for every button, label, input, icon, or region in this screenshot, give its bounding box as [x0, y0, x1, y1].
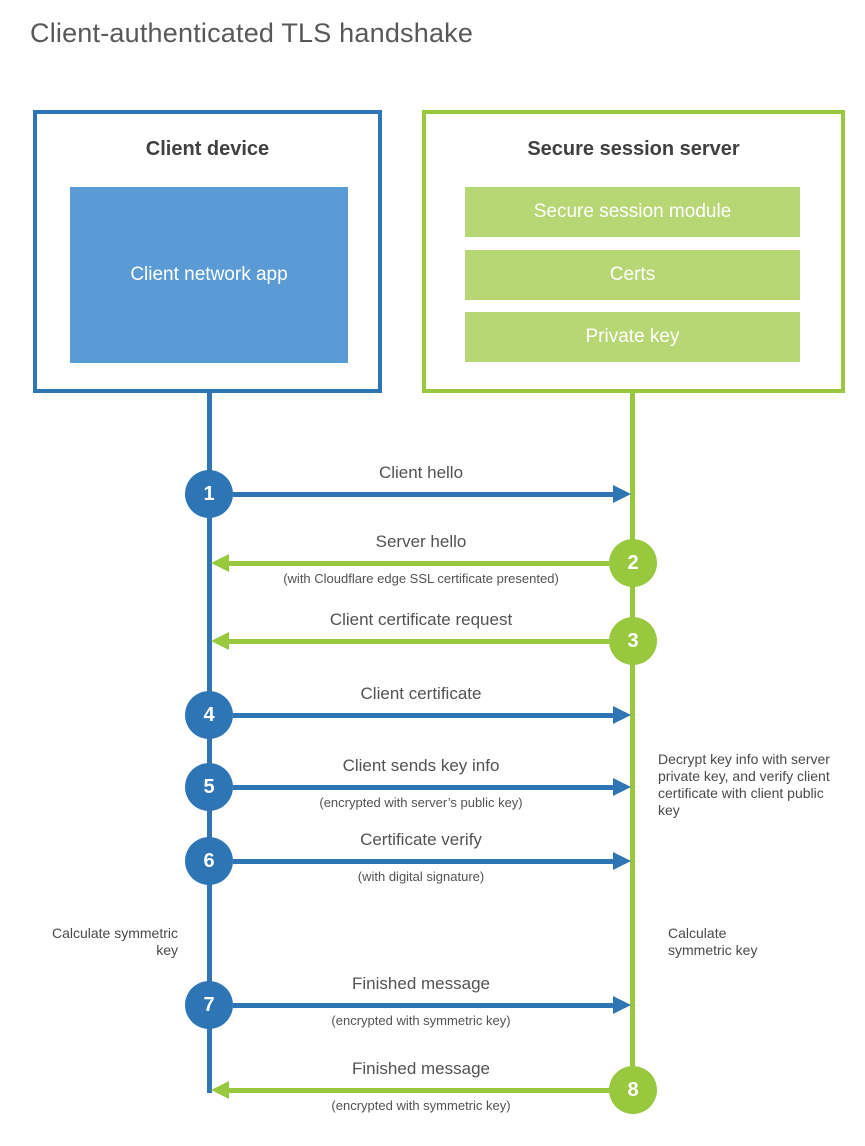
- server-module-label: Private key: [585, 326, 680, 347]
- arrow-line: [233, 492, 613, 497]
- step-number-badge: 8: [609, 1066, 657, 1114]
- arrow-label: Client certificate request: [329, 610, 513, 629]
- arrowhead-right-icon: [613, 485, 631, 503]
- arrow-label: Client sends key info: [342, 756, 500, 775]
- server-module-label: Secure session module: [533, 201, 732, 222]
- arrow-line: [233, 713, 613, 718]
- client-device-title: Client device: [145, 138, 270, 160]
- step-number: 4: [203, 703, 215, 726]
- arrowhead-left-icon: [211, 554, 229, 572]
- arrow-label: Server hello: [375, 532, 467, 551]
- arrow-label: Finished message: [352, 1059, 490, 1078]
- client-lifeline: [207, 393, 212, 1093]
- arrow-line: [233, 785, 613, 790]
- arrow-line: [229, 639, 609, 644]
- step-number-badge: 6: [185, 837, 233, 885]
- step-number: 5: [203, 775, 215, 798]
- arrow-sublabel: (encrypted with symmetric key): [331, 1098, 511, 1113]
- client-calculate-symmetric-key-note: Calculate symmetric key: [51, 925, 178, 958]
- arrow-line: [233, 1003, 613, 1008]
- step-number-badge: 4: [185, 691, 233, 739]
- arrow-sublabel: (encrypted with server’s public key): [319, 795, 523, 810]
- server-module-private-key: Private key: [465, 312, 800, 362]
- server-module-label: Certs: [609, 264, 656, 285]
- server-decrypt-note: Decrypt key info with server private key…: [658, 751, 830, 818]
- arrowhead-right-icon: [613, 996, 631, 1014]
- step-number-badge: 3: [609, 617, 657, 665]
- step-number: 3: [627, 629, 639, 652]
- arrow-sublabel: (with Cloudflare edge SSL certificate pr…: [283, 571, 559, 586]
- arrow-label: Client certificate: [360, 684, 482, 703]
- arrowhead-left-icon: [211, 632, 229, 650]
- step-number: 2: [627, 551, 639, 574]
- client-network-app-label: Client network app: [130, 264, 288, 285]
- arrowhead-right-icon: [613, 852, 631, 870]
- arrow-sublabel: (encrypted with symmetric key): [331, 1013, 511, 1028]
- arrow-line: [233, 859, 613, 864]
- arrow-line: [229, 561, 609, 566]
- server-lifeline: [630, 393, 635, 1092]
- step-number: 1: [203, 482, 215, 505]
- arrow-label: Finished message: [352, 974, 490, 993]
- arrow-label: Certificate verify: [360, 830, 482, 849]
- step-number-badge: 2: [609, 539, 657, 587]
- arrow-line: [229, 1088, 609, 1093]
- step-number-badge: 1: [185, 470, 233, 518]
- step-number: 6: [203, 849, 215, 872]
- server-module-secure-session: Secure session module: [465, 187, 800, 237]
- arrowhead-left-icon: [211, 1081, 229, 1099]
- server-module-certs: Certs: [465, 250, 800, 300]
- arrowhead-right-icon: [613, 706, 631, 724]
- step-number: 7: [203, 993, 215, 1016]
- client-network-app-block: Client network app: [70, 187, 348, 363]
- arrowhead-right-icon: [613, 778, 631, 796]
- arrow-sublabel: (with digital signature): [357, 869, 485, 884]
- step-number-badge: 5: [185, 763, 233, 811]
- step-number-badge: 7: [185, 981, 233, 1029]
- step-number: 8: [627, 1078, 639, 1101]
- server-calculate-symmetric-key-note: Calculate symmetric key: [668, 925, 758, 958]
- arrow-label: Client hello: [378, 463, 464, 482]
- page-title: Client-authenticated TLS handshake: [30, 18, 474, 48]
- secure-session-server-title: Secure session server: [527, 138, 740, 160]
